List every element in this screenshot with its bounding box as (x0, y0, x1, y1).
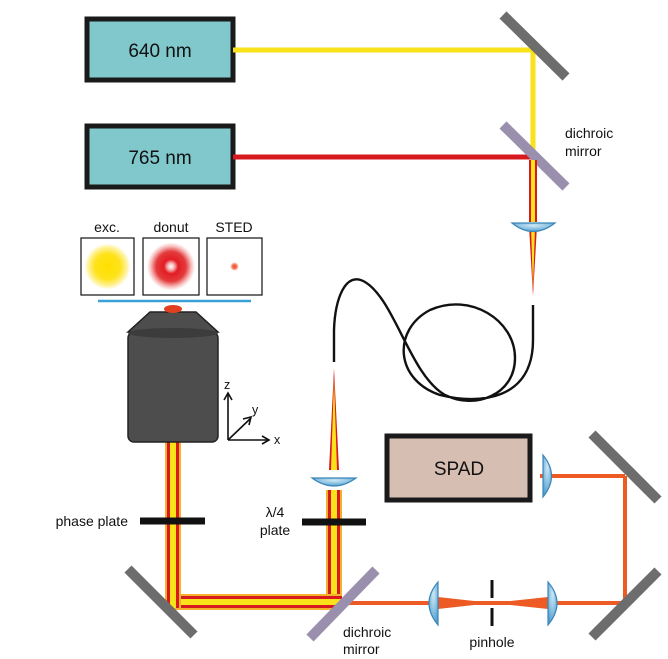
mirror-bottom-left (124, 565, 198, 639)
axis-z-label: z (224, 378, 230, 392)
detection-lens-left (428, 580, 439, 627)
dichroic-top (499, 121, 570, 191)
laser-765-box: 765 nm (84, 123, 236, 190)
psf-sted-panel: STED (206, 219, 263, 296)
spad-lens (542, 453, 553, 499)
pinhole-focus-left (438, 597, 492, 609)
quarter-wave-label-2: plate (260, 522, 291, 538)
focus-cone-inner (531, 226, 535, 290)
dichroic-bottom-label-1: dichroic (343, 624, 391, 640)
quarter-wave-label-1: λ/4 (266, 504, 285, 520)
psf-exc-label: exc. (94, 219, 120, 235)
psf-donut-label: donut (153, 219, 188, 235)
laser-765-label: 765 nm (128, 148, 191, 169)
pinhole-label: pinhole (469, 634, 514, 650)
axis-x-label: x (274, 433, 281, 447)
dichroic-top-label-1: dichroic (565, 125, 613, 141)
mirror-right-lower (588, 567, 662, 641)
laser-640-label: 640 nm (128, 41, 191, 62)
combined-beam-inner (531, 160, 535, 222)
spad-label: SPAD (434, 459, 484, 480)
dichroic-bottom (306, 566, 380, 642)
detection-lens-right (547, 580, 558, 627)
dichroic-bottom-label-2: mirror (343, 641, 380, 657)
optical-fiber (332, 278, 535, 402)
coordinate-axes (223, 391, 271, 445)
phase-plate-label: phase plate (56, 513, 129, 529)
psf-donut-panel: donut (142, 219, 200, 296)
pinhole-focus-right (492, 597, 548, 609)
collimating-lens (310, 477, 358, 487)
psf-exc-panel: exc. (80, 219, 135, 296)
fiber-output-cone-inner (331, 378, 337, 470)
dichroic-top-label-2: mirror (565, 143, 602, 159)
mirror-right-upper (588, 430, 662, 504)
psf-sted-label: STED (215, 219, 252, 235)
objective (126, 305, 220, 443)
spad-box: SPAD (384, 433, 533, 503)
beam-bottom-inner (172, 599, 342, 605)
fiber-coupling-lens (510, 222, 557, 233)
axis-y-label: y (252, 403, 259, 417)
laser-640-box: 640 nm (84, 16, 236, 83)
beam-right-inner (331, 490, 337, 602)
mirror-top (499, 11, 570, 81)
